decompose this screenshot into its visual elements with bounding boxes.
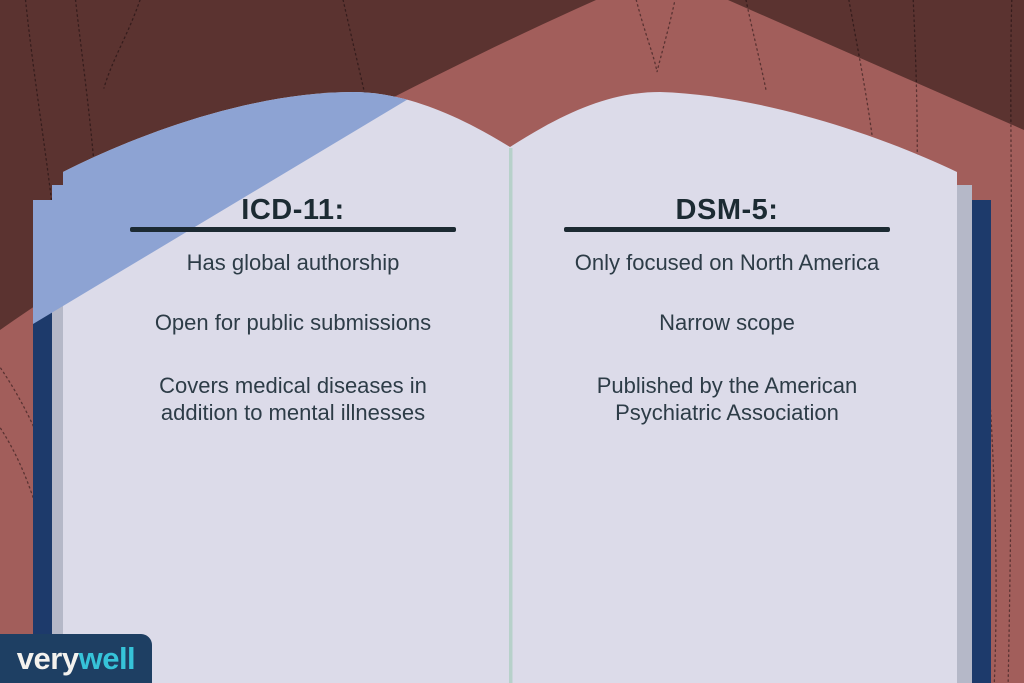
left-page — [63, 92, 510, 683]
right-page-item: Narrow scope — [659, 310, 795, 335]
right-heading-underline — [564, 227, 890, 232]
right-page-edge-stack — [957, 185, 972, 683]
verywell-logo-badge: verywell — [0, 634, 152, 683]
right-page-item: Published by the American Psychiatric As… — [596, 373, 858, 425]
left-page-item: Covers medical diseases in addition to m… — [159, 373, 427, 425]
left-page-item: Has global authorship — [186, 250, 400, 275]
brand-text-very: very — [16, 641, 79, 676]
left-page-edge-stack — [52, 185, 63, 683]
right-page — [510, 92, 957, 683]
left-heading-underline — [130, 227, 456, 232]
left-page-item: Open for public submissions — [154, 310, 432, 335]
book-gutter-line — [509, 148, 513, 683]
right-book-cover-edge — [972, 200, 991, 683]
left-page-heading: ICD-11: — [241, 194, 345, 226]
brand-text-well: well — [78, 641, 136, 676]
right-page-item: Only focused on North America — [574, 250, 880, 275]
right-page-heading: DSM-5: — [675, 194, 779, 226]
verywell-logo: verywell — [16, 641, 136, 676]
